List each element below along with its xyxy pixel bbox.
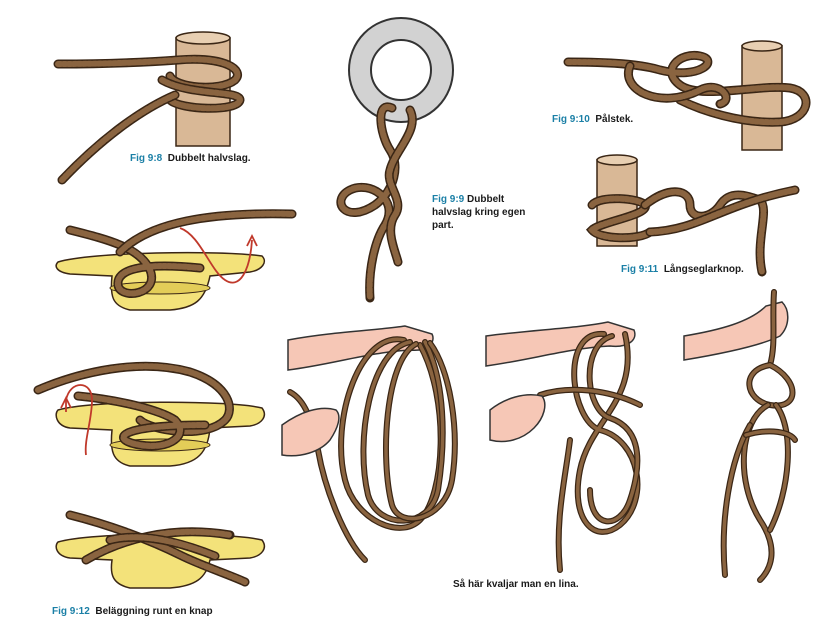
caption-fig-9-10: Fig 9:10 Pålstek.	[552, 113, 633, 126]
rope-coil	[720, 289, 798, 583]
cleat	[55, 401, 266, 467]
arm	[683, 301, 789, 361]
cleat	[55, 251, 266, 311]
fig-9-8-illustration	[53, 31, 245, 185]
caption-number: Fig 9:11	[621, 264, 659, 275]
rope	[336, 102, 417, 303]
rope	[65, 209, 297, 298]
rope	[53, 54, 245, 185]
caption-text: Så här kvaljar man en lina.	[453, 579, 579, 590]
caption-text: Långseglarknop.	[663, 264, 744, 275]
rope	[33, 361, 234, 451]
caption-text: Pålstek.	[595, 114, 634, 125]
rope	[585, 185, 800, 277]
hand	[489, 394, 546, 443]
caption-number: Fig 9:10	[552, 114, 590, 125]
caption-number: Fig 9:9	[432, 194, 465, 205]
direction-arrow	[179, 227, 253, 284]
fig-9-9-illustration	[336, 17, 454, 303]
post-top	[175, 31, 231, 45]
fig-9-10-illustration	[563, 40, 811, 151]
cleat-step-1-illustration	[55, 209, 297, 311]
coiling-step-1-illustration	[281, 325, 458, 563]
caption-text: Beläggning runt en knap	[95, 606, 213, 617]
hand	[281, 407, 340, 457]
coiling-step-3-illustration	[683, 289, 798, 583]
arm	[485, 321, 636, 367]
rope	[65, 510, 250, 587]
cleat-step-2-illustration	[33, 361, 266, 467]
caption-number: Fig 9:12	[52, 606, 90, 617]
caption-fig-9-11: Fig 9:11 Långseglarknop.	[621, 263, 744, 276]
caption-number: Fig 9:8	[130, 153, 163, 164]
caption-text: Dubbelt halvslag.	[167, 153, 251, 164]
caption-coiling: Så här kvaljar man en lina.	[453, 578, 579, 591]
cleat-step-3-illustration	[55, 510, 266, 589]
fig-9-11-illustration	[585, 154, 800, 277]
wooden-post	[741, 45, 783, 151]
caption-fig-9-9: Fig 9:9 Dubbelt halvslag kring egen part…	[432, 193, 532, 232]
post-top	[741, 40, 783, 52]
caption-fig-9-8: Fig 9:8 Dubbelt halvslag.	[130, 152, 251, 165]
rope-coil	[537, 330, 643, 573]
coiling-step-2-illustration	[485, 321, 643, 573]
caption-text: Dubbelt halvslag kring egen part.	[432, 194, 526, 231]
direction-arrow	[65, 384, 93, 456]
post-top	[596, 154, 638, 166]
caption-fig-9-12: Fig 9:12 Beläggning runt en knap	[52, 605, 213, 618]
rope-coil	[287, 336, 458, 563]
rope	[563, 50, 811, 127]
